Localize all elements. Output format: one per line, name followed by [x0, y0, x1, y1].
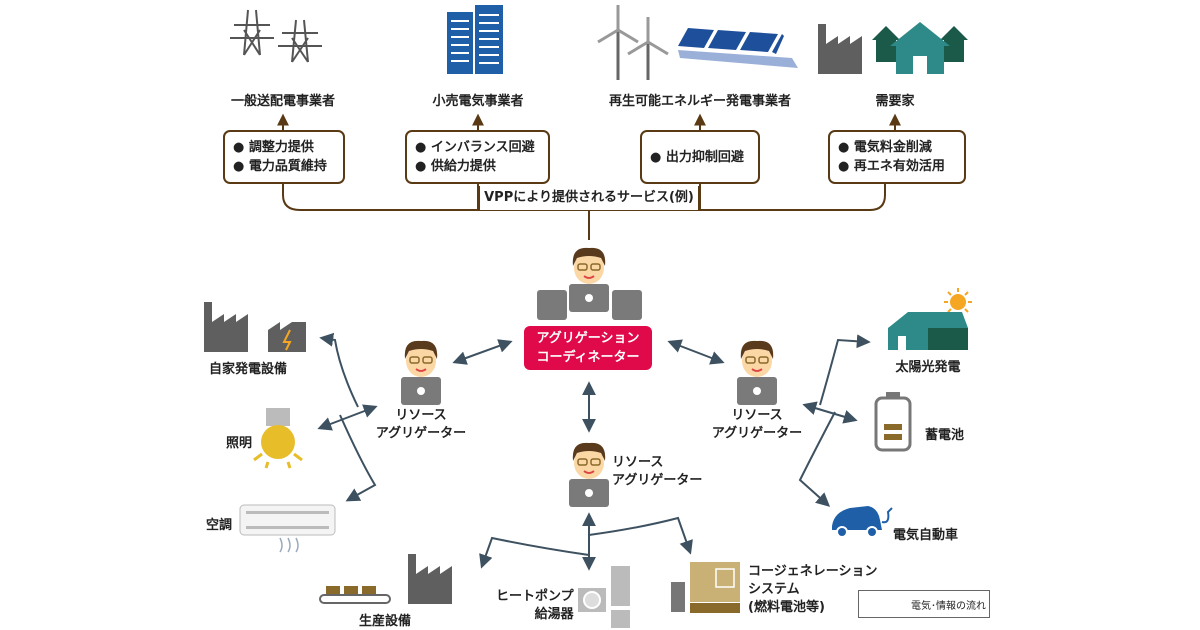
coordinator-line2: コーディネーター [536, 350, 640, 365]
cogeneration-icon [671, 562, 740, 613]
legend: 電気･情報の流れ [858, 590, 990, 618]
battery-icon [874, 392, 912, 452]
factory-house-icon [818, 22, 968, 74]
service-connectors [277, 113, 901, 240]
stakeholder-label: 小売電気事業者 [432, 94, 524, 109]
service-box: インバランス回避 供給力提供 [405, 130, 550, 184]
service-item: 再エネ有効活用 [838, 157, 956, 176]
heat-pump-icon [578, 566, 630, 628]
service-item: 電力品質維持 [233, 157, 335, 176]
resource-aggregator-bottom: リソース アグリゲーター [612, 454, 702, 490]
air-conditioner-icon [239, 504, 336, 553]
services-caption: VPPにより提供されるサービス(例) [478, 186, 700, 210]
flow-arrows [317, 332, 871, 571]
service-item: インバランス回避 [415, 138, 540, 157]
resource-label-lighting: 照明 [226, 436, 253, 451]
heatpump-line1: ヒートポンプ [496, 589, 574, 604]
resource-aggregator-right: リソース アグリゲーター [712, 407, 802, 443]
service-box: 電気料金削減 再エネ有効活用 [828, 130, 966, 184]
aggregator-line1: リソース [612, 455, 664, 470]
heatpump-line2: 給湯器 [534, 607, 574, 622]
aggregator-line1: リソース [395, 408, 447, 423]
resource-label-production: 生産設備 [358, 614, 412, 629]
coordinator-person-icon [537, 246, 642, 320]
resource-aggregator-left: リソース アグリゲーター [376, 407, 466, 443]
resource-label-battery: 蓄電池 [925, 428, 965, 443]
aggregator-line2: アグリゲーター [612, 473, 703, 488]
cogeneration-line1: コージェネレーション [748, 564, 878, 579]
wind-solar-icon [597, 5, 798, 80]
service-item: 電気料金削減 [838, 138, 956, 157]
resource-label-ev: 電気自動車 [893, 528, 959, 543]
aggregator-line1: リソース [731, 408, 783, 423]
resource-label-solar: 太陽光発電 [895, 360, 961, 375]
transmission-tower-icon [230, 9, 322, 63]
aggregation-coordinator-badge: アグリゲーション コーディネーター [524, 326, 652, 370]
legend-label: 電気･情報の流れ [911, 600, 986, 612]
service-box: 出力抑制回避 [640, 130, 760, 184]
service-item: 調整力提供 [233, 138, 335, 157]
stakeholder-label: 一般送配電事業者 [230, 94, 336, 109]
aggregator-line2: アグリゲーター [375, 426, 467, 441]
cogeneration-line2: システム [748, 582, 800, 597]
stakeholder-label: 再生可能エネルギー発電事業者 [608, 94, 792, 109]
office-building-icon [447, 5, 503, 74]
private-generator-icon [204, 302, 306, 352]
resource-label-cogeneration: コージェネレーション システム (燃料電池等) [748, 563, 877, 617]
resource-label-heatpump: ヒートポンプ 給湯器 [496, 588, 574, 624]
electric-car-icon [832, 506, 893, 538]
cogeneration-line3: (燃料電池等) [748, 600, 825, 615]
resource-label-air-conditioning: 空調 [206, 518, 233, 533]
service-box: 調整力提供 電力品質維持 [223, 130, 345, 184]
aggregator-line2: アグリゲーター [711, 426, 803, 441]
coordinator-line1: アグリゲーション [536, 331, 640, 346]
resource-label-private-generation: 自家発電設備 [208, 362, 288, 377]
aggregator-left-person-icon [400, 339, 442, 406]
aggregator-bottom-person-icon [568, 441, 610, 508]
service-item: 出力抑制回避 [650, 148, 750, 167]
service-item: 供給力提供 [415, 157, 540, 176]
production-equipment-icon [319, 554, 452, 604]
aggregator-right-person-icon [736, 339, 778, 406]
solar-house-icon [888, 288, 972, 350]
light-bulb-icon [253, 408, 303, 469]
stakeholder-label: 需要家 [875, 94, 915, 109]
